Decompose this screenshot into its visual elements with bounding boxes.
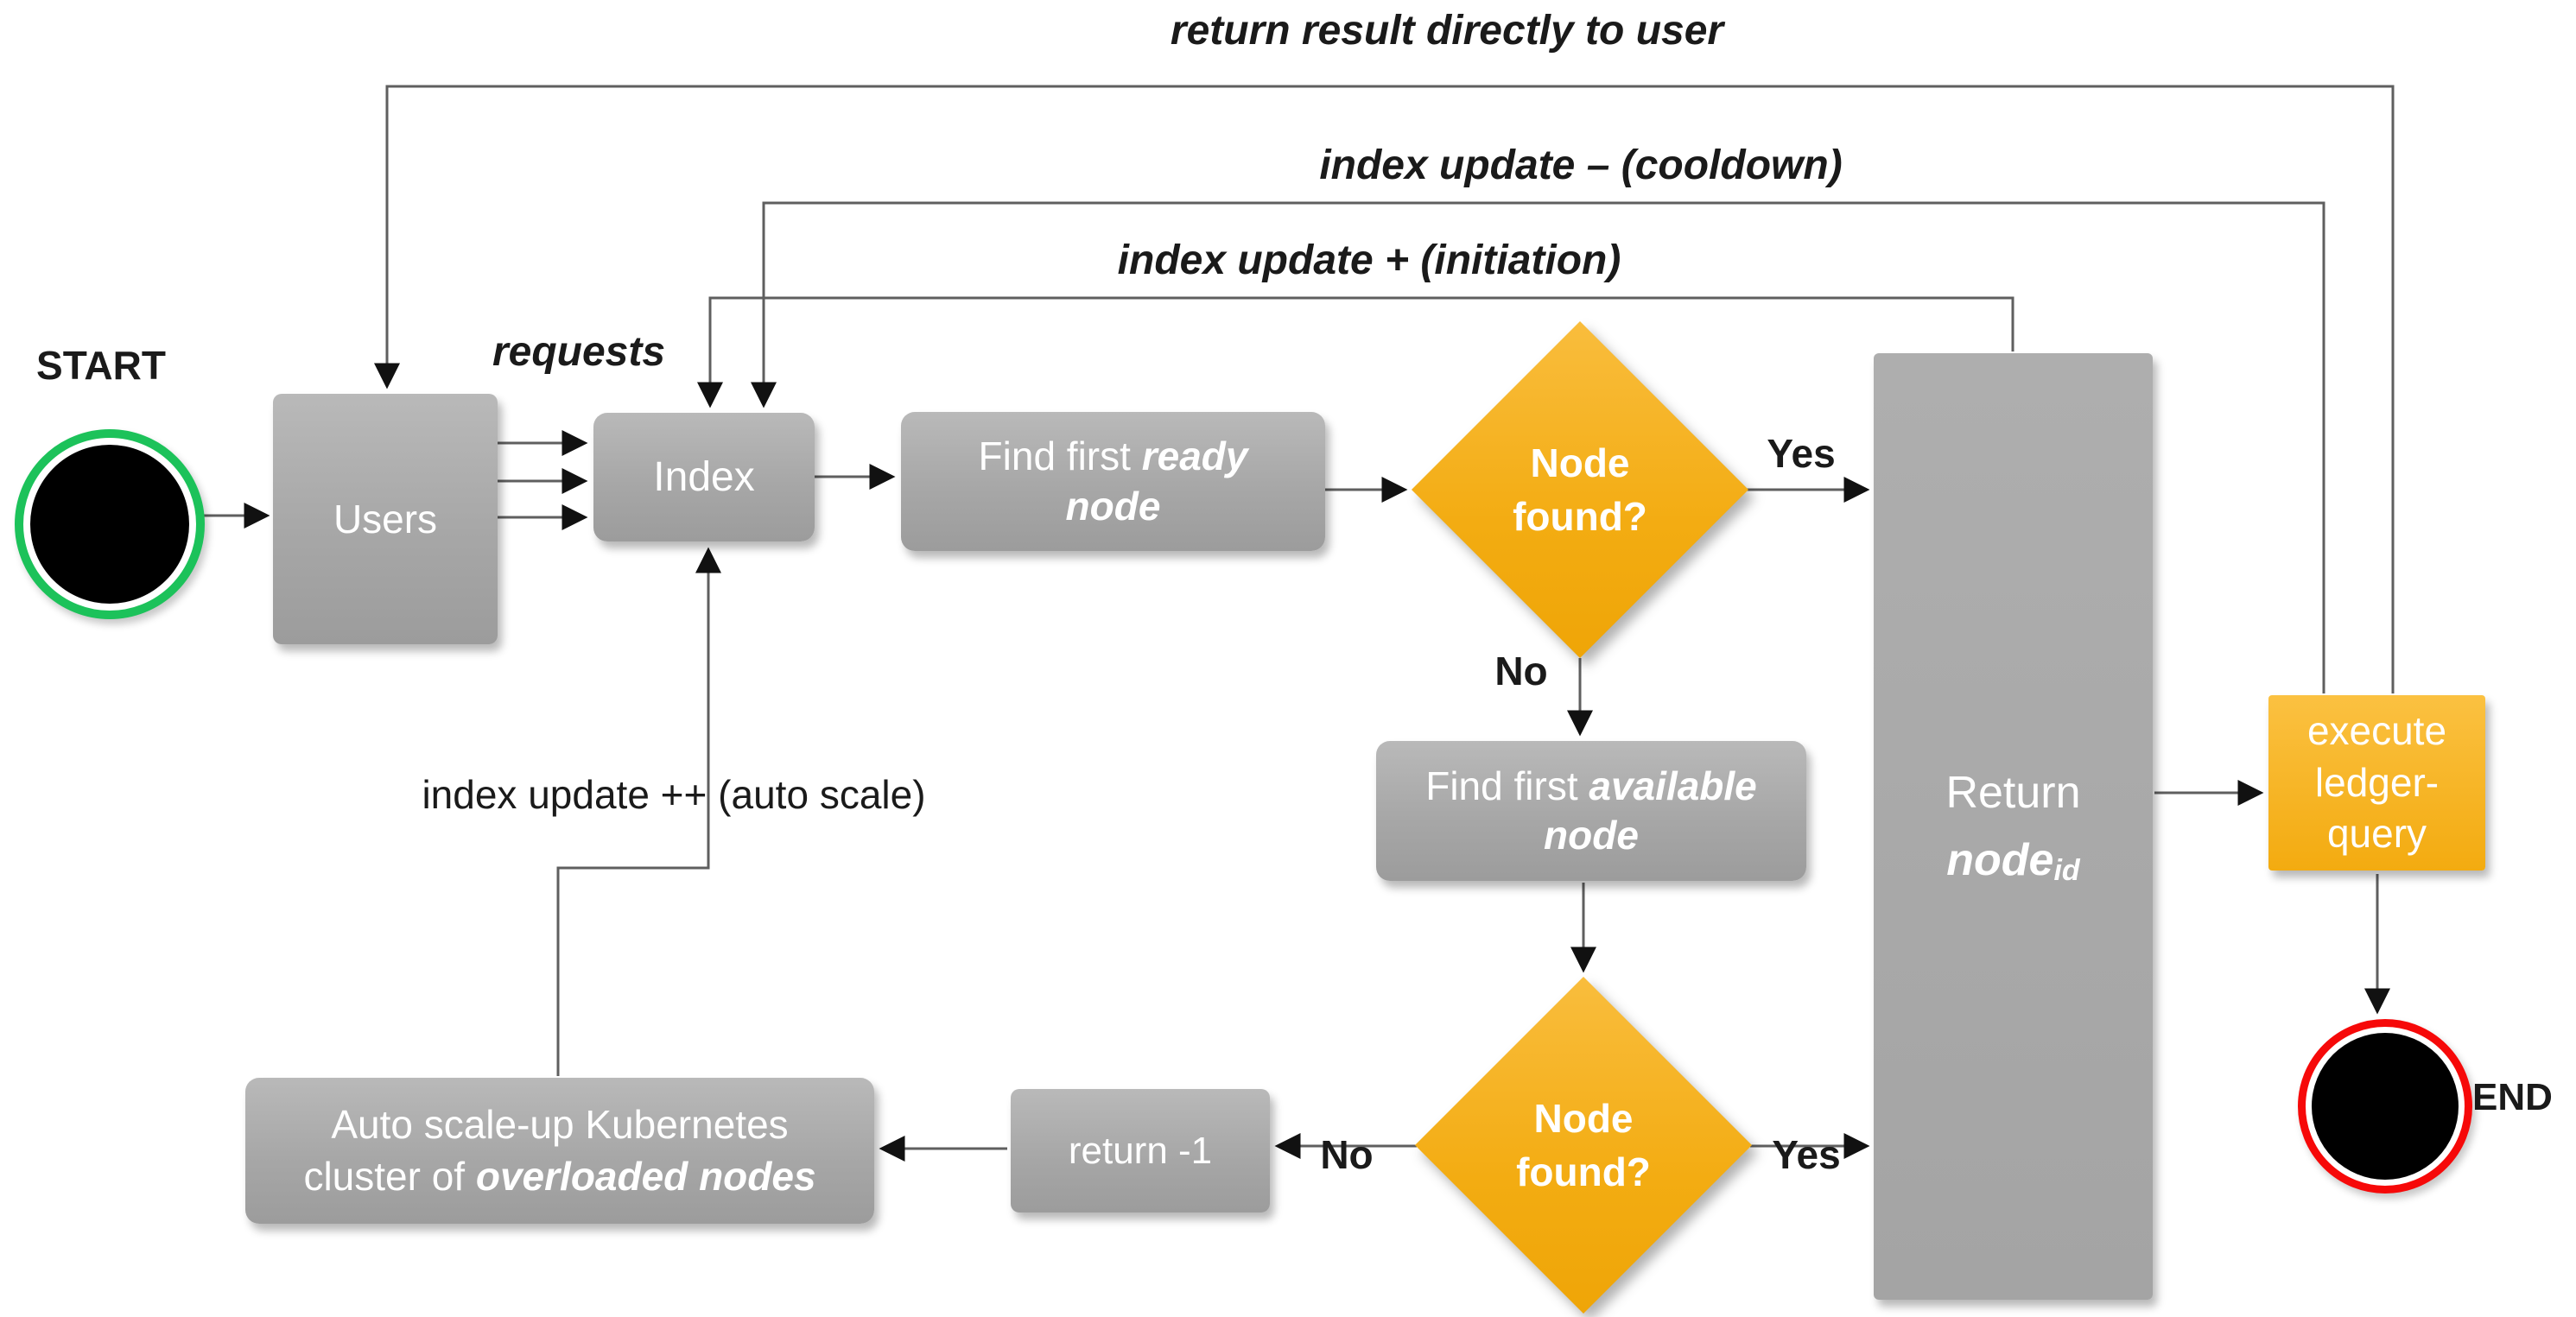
label-no-2: No — [1320, 1132, 1374, 1177]
node-find-first-ready: Find first ready node — [901, 412, 1325, 551]
edge-cooldown-to-index — [751, 201, 2325, 693]
label-return-result: return result directly to user — [1170, 8, 1724, 54]
node-return-minus-1: return -1 — [1011, 1089, 1270, 1213]
node-find-first-available: Find first available node — [1376, 741, 1806, 881]
label-no-1: No — [1494, 649, 1548, 693]
label-index-update-autoscale: index update ++ (auto scale) — [422, 772, 926, 817]
label-requests: requests — [492, 329, 666, 375]
label-start: START — [36, 343, 166, 388]
label-yes-1: Yes — [1767, 431, 1836, 476]
label-end: END — [2472, 1076, 2553, 1118]
node-autoscale-kubernetes: Auto scale-up Kubernetes cluster of over… — [245, 1078, 874, 1224]
decision-node-found-2: Node found? — [1415, 977, 1752, 1314]
edge-autoscale-feedback-to-index — [556, 547, 721, 1076]
decision-node-found-1: Node found? — [1412, 321, 1748, 658]
end-terminal-circle — [2298, 1019, 2472, 1194]
node-index: Index — [593, 413, 815, 541]
edge-initiation-to-index — [697, 296, 2014, 408]
start-circle-core — [30, 445, 189, 604]
node-execute-ledger-query: execute ledger- query — [2268, 695, 2485, 871]
start-terminal-circle — [15, 429, 205, 619]
label-yes-2: Yes — [1772, 1132, 1841, 1177]
end-circle-core — [2312, 1033, 2459, 1180]
label-index-update-cooldown: index update – (cooldown) — [1319, 142, 1843, 188]
node-users: Users — [273, 394, 498, 644]
label-index-update-initiation: index update + (initiation) — [1117, 237, 1621, 283]
edge-return-result-to-users — [374, 85, 2395, 693]
node-return-nodeid: Return nodeid — [1874, 353, 2153, 1300]
